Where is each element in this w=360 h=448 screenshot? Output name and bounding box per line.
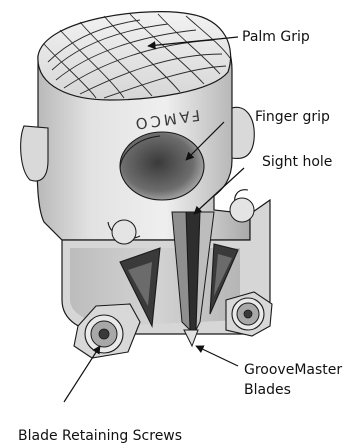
finger-grip-hole: [120, 132, 204, 200]
blade-screw-arrow: [64, 346, 100, 402]
blade-screws-label: Blade Retaining Screws: [18, 428, 182, 444]
finger-grip-label: Finger grip: [255, 109, 330, 125]
palm-grip-label: Palm Grip: [242, 29, 310, 45]
groovemaster-arrow: [196, 346, 238, 366]
groovemaster-label-line2: Blades: [244, 382, 291, 398]
palm-grip-dome: [38, 12, 231, 100]
groovemaster-label-line1: GrooveMaster: [244, 362, 342, 378]
groovemaster-blade-tip: [184, 330, 198, 346]
sight-hole-label: Sight hole: [262, 154, 332, 170]
